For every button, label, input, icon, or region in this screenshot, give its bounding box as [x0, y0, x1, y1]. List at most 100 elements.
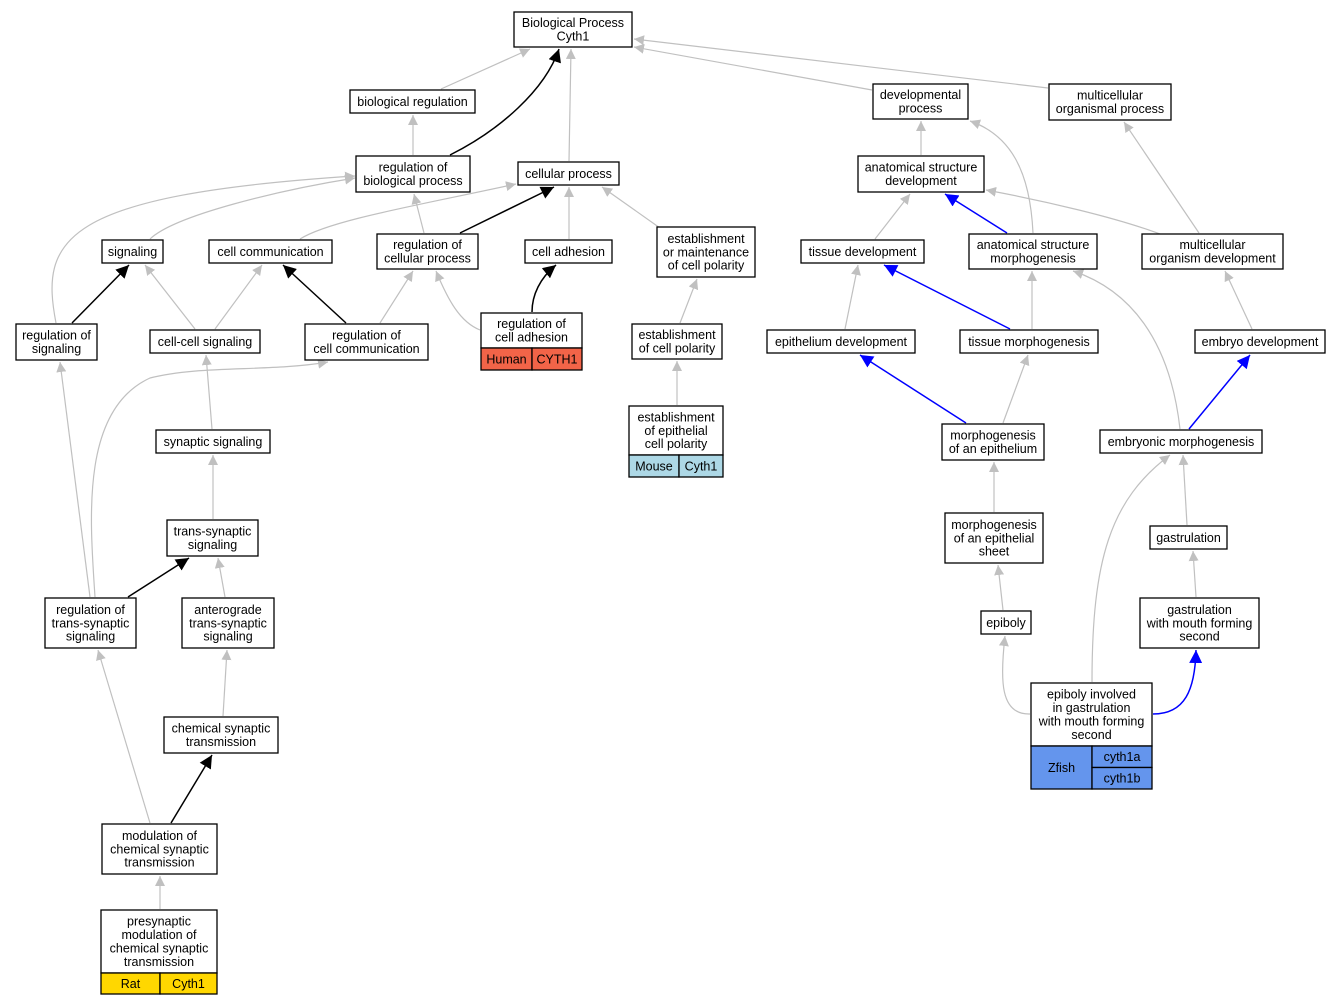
node-box	[1149, 525, 1228, 550]
node-signaling[interactable]: signaling	[101, 239, 164, 264]
edge-tissue-development-to-anatomical-structure-development	[874, 193, 911, 240]
node-label-line: embryo development	[1202, 335, 1319, 349]
node-label-line: morphogenesis	[951, 518, 1036, 532]
node-label-line: morphogenesis	[990, 252, 1075, 266]
edge-multicellular-organism-development-to-multicellular-organismal-process	[1123, 121, 1200, 234]
node-box	[1030, 682, 1153, 747]
edge-anterograde-trans-synaptic-signaling-to-trans-synaptic-signaling	[214, 557, 226, 598]
node-label-line: chemical synaptic	[110, 842, 209, 856]
node-box	[800, 239, 925, 264]
gene-label: CYTH1	[537, 352, 578, 366]
node-tissue-development[interactable]: tissue development	[800, 239, 925, 264]
node-label-line: transmission	[186, 735, 256, 749]
node-box	[44, 597, 137, 649]
node-box	[941, 423, 1045, 461]
node-label-line: epithelium development	[775, 335, 908, 349]
edge-regulation-of-trans-synaptic-signaling-to-regulation-of-signaling	[56, 361, 91, 598]
node-label-line: biological process	[363, 174, 462, 188]
node-label-line: transmission	[124, 955, 194, 969]
species-cell	[1030, 745, 1093, 790]
node-box	[944, 512, 1044, 564]
node-gastrulation[interactable]: gastrulation	[1149, 525, 1228, 550]
edge-epiboly-involved-in-gastrulation-to-gastrulation-with-mouth-forming-second	[1152, 649, 1203, 715]
edge-anatomical-structure-morphogenesis-to-anatomical-structure-development	[944, 193, 1008, 234]
node-synaptic-signaling[interactable]: synaptic signaling	[155, 429, 271, 454]
edge-cell-cell-signaling-to-cell-communication	[214, 264, 263, 330]
edge-cellular-process-to-bp	[565, 48, 576, 162]
edge-regulation-of-cell-communication-to-regulation-of-cellular-process	[379, 270, 414, 324]
gene-cell	[531, 347, 583, 371]
node-epithelium-development[interactable]: epithelium development	[766, 329, 916, 354]
node-biological-regulation[interactable]: biological regulation	[349, 89, 476, 114]
node-box	[355, 155, 471, 193]
node-label-line: regulation of	[56, 603, 125, 617]
node-label-line: signaling	[203, 630, 252, 644]
node-label-line: Cyth1	[557, 30, 590, 44]
node-label-line: with mouth forming	[1038, 715, 1145, 729]
node-label-line: cell polarity	[645, 437, 708, 451]
node-box	[968, 233, 1098, 270]
node-box	[181, 597, 275, 649]
node-label-line: morphogenesis	[950, 429, 1035, 443]
edge-gastrulation-to-embryonic-morphogenesis	[1178, 454, 1189, 526]
node-label-line: organismal process	[1056, 102, 1164, 116]
node-label-line: multicellular	[1180, 238, 1246, 252]
gene-cell	[678, 454, 724, 478]
edge-modulation-of-chemical-synaptic-transmission-to-regulation-of-trans-synaptic-signaling	[96, 649, 151, 824]
node-cellular-process[interactable]: cellular process	[517, 161, 620, 186]
edge-signaling-to-regulation-of-biological-process	[149, 174, 356, 240]
node-epiboly[interactable]: epiboly	[980, 610, 1032, 635]
node-box	[15, 323, 98, 361]
node-label-line: regulation of	[497, 317, 566, 331]
node-tissue-morphogenesis[interactable]: tissue morphogenesis	[959, 329, 1099, 354]
node-cell-communication[interactable]: cell communication	[208, 239, 333, 264]
species-label: Mouse	[635, 459, 673, 473]
node-label-line: gastrulation	[1167, 603, 1232, 617]
edge-multicellular-organismal-process-to-bp	[633, 35, 1049, 89]
node-label-line: signaling	[32, 342, 81, 356]
node-box	[980, 610, 1032, 635]
node-label-line: modulation of	[122, 829, 198, 843]
gene-cell	[159, 972, 218, 995]
node-embryonic-morphogenesis[interactable]: embryonic morphogenesis	[1099, 429, 1263, 454]
edge-regulation-of-cellular-process-to-cellular-process	[459, 186, 555, 234]
node-box	[101, 239, 164, 264]
edge-establishment-of-cell-polarity-to-establishment-or-maintenance-of-cell-polarity	[679, 278, 699, 324]
node-box	[656, 226, 756, 278]
edge-layer	[51, 35, 1253, 909]
node-cell-adhesion[interactable]: cell adhesion	[524, 239, 613, 264]
edge-regulation-of-trans-synaptic-signaling-to-regulation-of-cell-communication	[90, 358, 329, 598]
node-label-line: Biological Process	[522, 16, 624, 30]
node-cell-cell-signaling[interactable]: cell-cell signaling	[149, 329, 261, 354]
node-embryo-development[interactable]: embryo development	[1194, 329, 1326, 354]
node-label-line: regulation of	[332, 329, 401, 343]
edge-regulation-of-cell-adhesion-to-cell-adhesion	[531, 264, 557, 313]
edge-regulation-of-cell-communication-to-cell-communication	[282, 264, 347, 324]
node-label-line: biological regulation	[357, 95, 468, 109]
node-label-line: or maintenance	[663, 245, 749, 259]
